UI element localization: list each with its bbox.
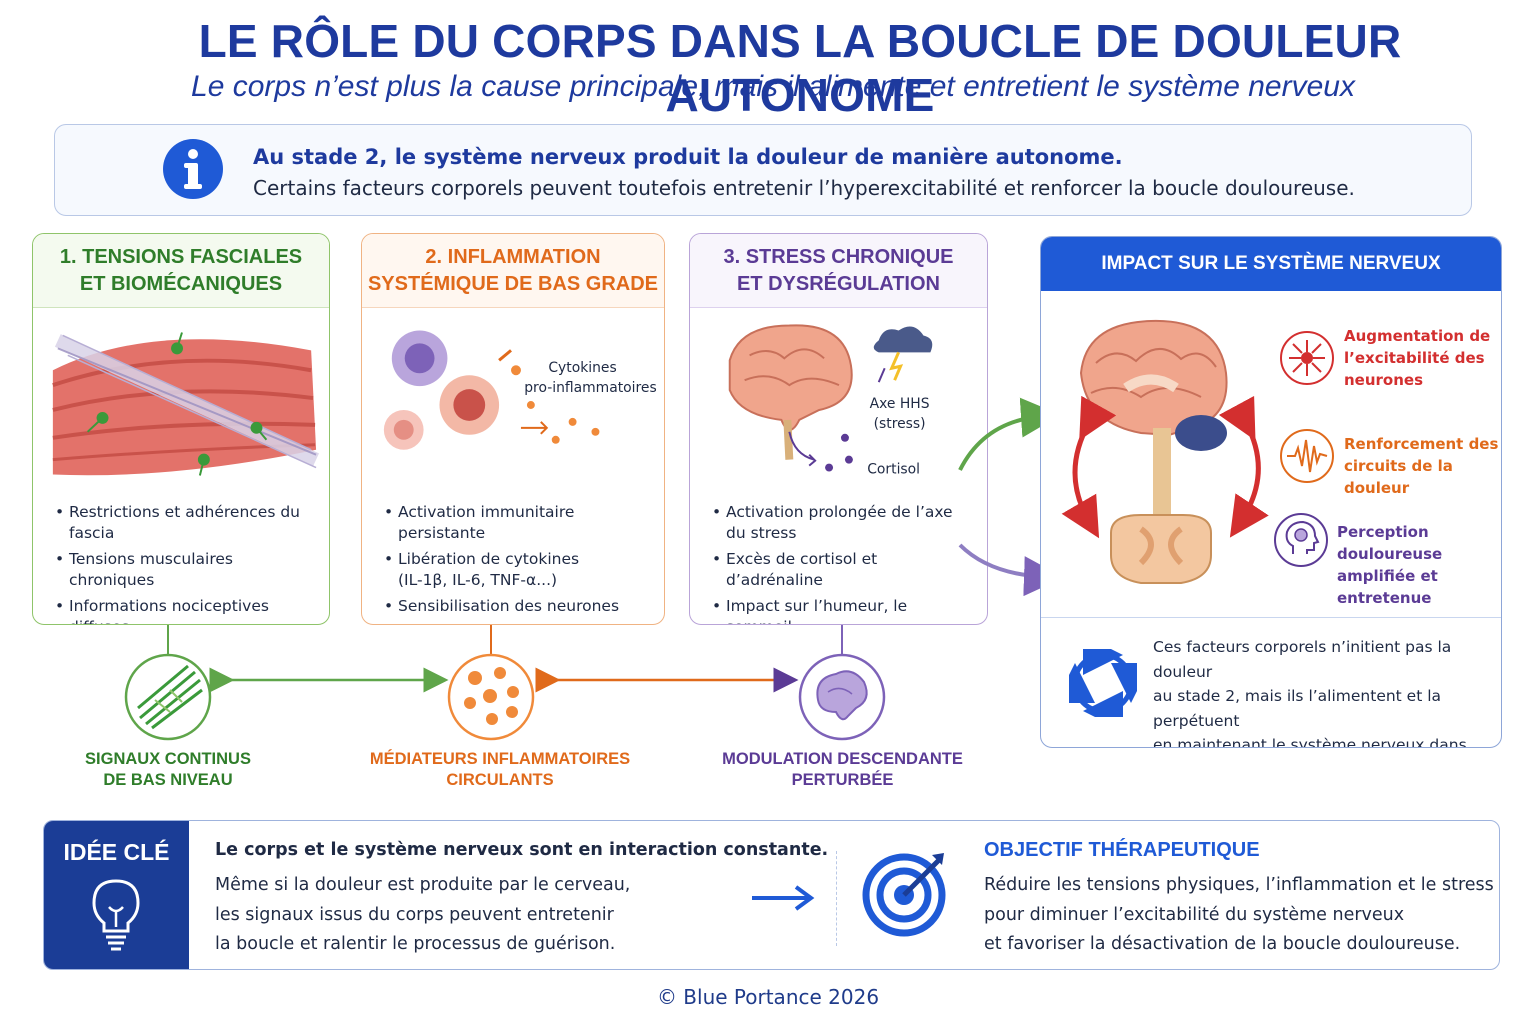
bullet-item: Restrictions et adhérences du fascia [55, 502, 319, 544]
card-bullets: Activation prolongée de l’axe du stress … [712, 502, 977, 624]
objective-title: OBJECTIF THÉRAPEUTIQUE [984, 839, 1260, 861]
node-brain-icon [798, 653, 886, 741]
muscle-fascia-illustration [52, 332, 320, 476]
node-label-mediators: MÉDIATEURS INFLAMMATOIRES CIRCULANTS [369, 750, 631, 789]
impact-note: Ces facteurs corporels n’initient pas la… [1153, 638, 1467, 748]
key-idea-body: Même si la douleur est produite par le c… [215, 875, 631, 954]
bullet-item: Activation immunitaire persistante [384, 502, 654, 544]
node-mediators-icon [447, 653, 535, 741]
head-perception-icon [1274, 513, 1328, 567]
key-idea-sidebar: IDÉE CLÉ [44, 821, 189, 969]
brain-stress-illustration: Axe HHS (stress) Cortisol [728, 324, 933, 478]
card-inflammation: 2. INFLAMMATION SYSTÉMIQUE DE BAS GRADE … [361, 233, 665, 625]
cytokines-label: Cytokines [548, 360, 616, 376]
cytokines-label-line2: pro-inflammatoires [524, 380, 656, 396]
waveform-icon [1280, 429, 1334, 483]
bullet-item: Sensibilisation des neurones [384, 596, 654, 617]
cortisol-label: Cortisol [867, 462, 920, 478]
brain-spinal-cord-illustration [1061, 319, 1269, 584]
impact-title: IMPACT SUR LE SYSTÈME NERVEUX [1041, 237, 1501, 291]
bullet-item: Tensions musculaires chroniques [55, 549, 319, 591]
hhs-axis-label: Axe HHS [870, 396, 930, 412]
info-detail: Certains facteurs corporels peuvent tout… [253, 176, 1355, 200]
node-label-modulation: MODULATION DESCENDANTE PERTURBÉE [722, 750, 963, 789]
hhs-axis-label-line2: (stress) [874, 416, 926, 432]
flow-arrow-purple [958, 543, 1064, 597]
bullet-item: Impact sur l’humeur, le sommeil et la pe… [712, 596, 977, 624]
key-idea-title: IDÉE CLÉ [63, 839, 170, 865]
card-chronic-stress: 3. STRESS CHRONIQUE ET DYSRÉGULATION Axe… [689, 233, 988, 625]
immune-cells-illustration: Cytokines pro-inflammatoires [383, 330, 657, 450]
card-title: 1. TENSIONS FASCIALES ET BIOMÉCANIQUES [33, 234, 329, 308]
key-idea-statement: Le corps et le système nerveux sont en i… [215, 840, 829, 860]
cycle-icon [1069, 649, 1137, 717]
effect-perception: Perception douloureuse amplifiée et entr… [1337, 523, 1443, 607]
lightbulb-icon [92, 879, 140, 951]
card-title: 2. INFLAMMATION SYSTÉMIQUE DE BAS GRADE [362, 234, 664, 308]
flow-arrow-green [958, 397, 1061, 471]
bullet-item: Libération de cytokines (IL-1β, IL-6, TN… [384, 549, 654, 591]
neuron-icon [1280, 331, 1334, 385]
info-box: Au stade 2, le système nerveux produit l… [54, 124, 1472, 216]
arrow-right-icon [752, 885, 815, 911]
effect-circuits: Renforcement des circuits de la douleur [1344, 435, 1499, 497]
card-bullets: Activation immunitaire persistante Libér… [384, 502, 654, 622]
card-fascial-tension: 1. TENSIONS FASCIALES ET BIOMÉCANIQUES R… [32, 233, 330, 625]
bullet-item: Informations nociceptives diffuses et pe… [55, 596, 319, 624]
copyright: © Blue Portance 2026 [656, 985, 880, 1009]
card-bullets: Restrictions et adhérences du fascia Ten… [55, 502, 319, 624]
bullet-item: Activation prolongée de l’axe du stress [712, 502, 977, 544]
impact-divider [1041, 617, 1501, 618]
key-idea-box: IDÉE CLÉ Le corps et le système nerveux … [43, 820, 1500, 970]
impact-panel: IMPACT SUR LE SYSTÈME NERVEUX Augmentati… [1040, 236, 1502, 748]
objective-body: Réduire les tensions physiques, l’inflam… [984, 875, 1494, 954]
page-subtitle: Le corps n’est plus la cause principale,… [191, 70, 1355, 103]
node-fibers-icon [124, 653, 212, 741]
node-label-low-signals: SIGNAUX CONTINUS DE BAS NIVEAU [85, 750, 251, 789]
key-divider [836, 851, 837, 946]
info-headline: Au stade 2, le système nerveux produit l… [253, 145, 1123, 169]
target-icon [862, 853, 946, 937]
bullet-item: Excès de cortisol et d’adrénaline [712, 549, 977, 591]
info-icon [163, 139, 223, 199]
page-title: LE RÔLE DU CORPS DANS LA BOUCLE DE DOULE… [198, 15, 1402, 121]
card-title: 3. STRESS CHRONIQUE ET DYSRÉGULATION [690, 234, 987, 308]
effect-excitability: Augmentation de l’excitabilité des neuro… [1344, 327, 1491, 389]
